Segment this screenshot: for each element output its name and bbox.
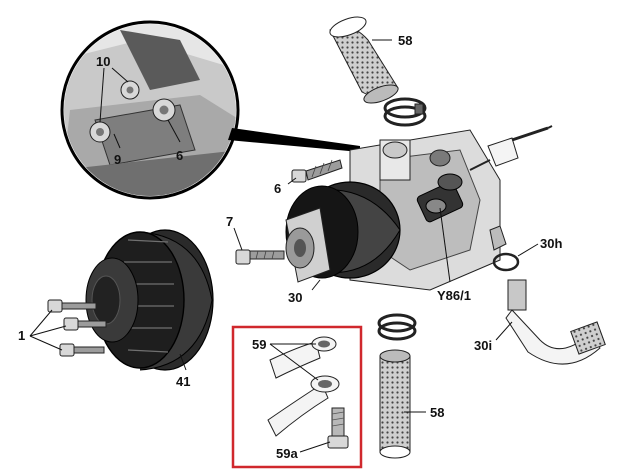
bolt-7 (233, 227, 285, 265)
label-41: 41 (176, 374, 190, 389)
label-59: 59 (252, 337, 266, 352)
power-steering-pump (285, 129, 507, 291)
pulley-41 (85, 229, 214, 371)
seal-ring-59 (267, 336, 340, 437)
valve-y86-1 (416, 173, 464, 223)
hose-clamp-bottom (377, 313, 417, 341)
label-30: 30 (288, 290, 302, 305)
banjo-bolt-59a (299, 407, 349, 453)
hose-58-bottom (379, 349, 426, 459)
label-1: 1 (18, 328, 25, 343)
label-9: 9 (114, 152, 121, 167)
label-y86-1: Y86/1 (437, 288, 471, 303)
bolt-1a (47, 299, 97, 313)
electrical-connector (469, 125, 553, 171)
label-10: 10 (96, 54, 110, 69)
label-58-top: 58 (398, 33, 412, 48)
label-7: 7 (226, 214, 233, 229)
clip-30h (492, 243, 539, 272)
label-6-inset: 6 (176, 148, 183, 163)
bolt-6 (291, 159, 343, 183)
bolt-1c (59, 343, 105, 357)
bolt-1b (63, 317, 107, 331)
pulley-bolts-1 (29, 299, 107, 357)
label-58-bottom: 58 (430, 405, 444, 420)
label-6: 6 (274, 181, 281, 196)
label-30i: 30i (474, 338, 492, 353)
hose-58-top (329, 16, 399, 104)
label-59a: 59a (276, 446, 298, 461)
fitting-30i (495, 279, 606, 365)
inset-magnifier (60, 20, 360, 200)
highlight-box (231, 325, 363, 469)
callout-labels: 10 9 6 58 6 7 30h 1 30 41 Y86/1 30i 59 5… (18, 33, 562, 461)
label-30h: 30h (540, 236, 562, 251)
hose-clamp-top (383, 97, 427, 127)
